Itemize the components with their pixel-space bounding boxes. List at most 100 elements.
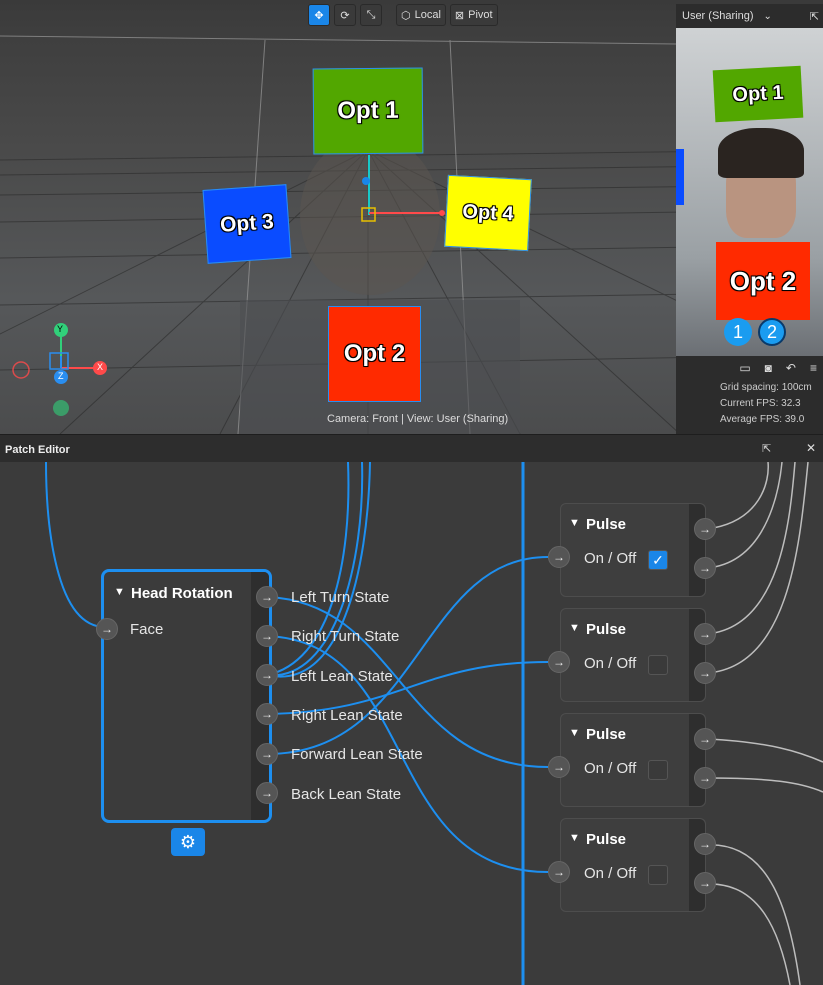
- axis-x-label: X: [97, 362, 104, 372]
- pivot-label: Pivot: [468, 9, 493, 21]
- current-fps-value: 32.3: [781, 398, 801, 409]
- local-label: Local: [414, 9, 441, 21]
- forward-lean-output-port[interactable]: →: [256, 743, 278, 765]
- cube-icon: ⬡: [401, 9, 411, 22]
- pulse-node[interactable]: ▼ Pulse On / Off: [560, 608, 706, 702]
- pulse-node[interactable]: ▼ Pulse On / Off: [560, 713, 706, 807]
- gear-icon: ⚙: [179, 831, 197, 852]
- pulse-title: Pulse: [586, 831, 627, 848]
- arrow-right-icon: →: [101, 622, 113, 636]
- right-turn-output-port[interactable]: →: [256, 625, 278, 647]
- rotate-tool-icon[interactable]: ⟳: [334, 4, 356, 26]
- collapse-triangle-icon[interactable]: ▼: [569, 727, 580, 739]
- axis-y-label: Y: [57, 324, 64, 334]
- chevron-down-icon[interactable]: ⌄: [763, 10, 772, 22]
- pulse-output-port[interactable]: →: [694, 518, 716, 540]
- pulse-output-port[interactable]: →: [694, 833, 716, 855]
- scale-tool-icon[interactable]: ⤡: [360, 4, 382, 26]
- pulse-output-port[interactable]: →: [694, 662, 716, 684]
- preview-view-select[interactable]: User (Sharing): [682, 10, 754, 22]
- popout-icon[interactable]: ⇱: [762, 443, 772, 455]
- arrow-right-icon: →: [699, 771, 711, 785]
- right-lean-label: Right Lean State: [291, 707, 403, 724]
- pulse-on-off-checkbox[interactable]: [648, 760, 668, 780]
- current-fps-label: Current FPS:: [720, 398, 779, 409]
- collapse-triangle-icon[interactable]: ▼: [114, 586, 125, 598]
- badge-1[interactable]: 1: [724, 318, 752, 346]
- local-toggle-button[interactable]: ⬡ Local: [396, 4, 446, 26]
- close-icon[interactable]: ✕: [806, 441, 817, 455]
- hair-image: [718, 128, 804, 178]
- scene-viewport[interactable]: Y X Z ✥ ⟳ ⤡ ⬡ Local ⊠ Pivot Opt 1 Opt 3 …: [0, 0, 823, 434]
- stats-panel: Grid spacing: 100cm Current FPS: 32.3 Av…: [720, 380, 812, 428]
- arrow-right-icon: →: [261, 707, 273, 721]
- preview-opt3-edge: [676, 149, 684, 205]
- arrow-right-icon: →: [699, 876, 711, 890]
- pulse-input-port[interactable]: →: [548, 651, 570, 673]
- pulse-input-port[interactable]: →: [548, 756, 570, 778]
- menu-icon[interactable]: ≡: [809, 361, 817, 375]
- pulse-on-off-label: On / Off: [584, 550, 637, 567]
- popout-icon[interactable]: ⇱: [809, 10, 819, 23]
- pulse-output-port[interactable]: →: [694, 767, 716, 789]
- back-lean-output-port[interactable]: →: [256, 782, 278, 804]
- video-camera-icon[interactable]: ▭: [739, 361, 751, 375]
- collapse-triangle-icon[interactable]: ▼: [569, 832, 580, 844]
- pivot-toggle-button[interactable]: ⊠ Pivot: [449, 4, 498, 26]
- left-lean-label: Left Lean State: [291, 668, 393, 685]
- arrow-right-icon: →: [261, 629, 273, 643]
- pivot-icon: ⊠: [454, 9, 465, 22]
- pulse-on-off-checkbox[interactable]: [648, 865, 668, 885]
- pulse-output-port[interactable]: →: [694, 623, 716, 645]
- arrow-right-icon: →: [553, 655, 565, 669]
- pulse-on-off-checkbox[interactable]: ✓: [648, 550, 668, 570]
- opt2-plane[interactable]: Opt 2: [328, 306, 421, 402]
- preview-opt2-plane: Opt 2: [716, 242, 810, 320]
- pulse-node[interactable]: ▼ Pulse On / Off ✓: [560, 503, 706, 597]
- face-input-label: Face: [130, 621, 164, 638]
- arrow-right-icon: →: [261, 747, 273, 761]
- opt4-plane[interactable]: Opt 4: [444, 174, 532, 252]
- arrow-right-icon: →: [553, 865, 565, 879]
- right-lean-output-port[interactable]: →: [256, 703, 278, 725]
- settings-gear-button[interactable]: ⚙: [171, 828, 205, 856]
- screenshot-icon[interactable]: ◙: [764, 361, 772, 375]
- preview-toolbar: ▭ ◙ ↶ ≡: [676, 356, 823, 380]
- pulse-output-port[interactable]: →: [694, 872, 716, 894]
- pulse-title: Pulse: [586, 621, 627, 638]
- preview-image: Opt 1 Opt 2 1 2: [676, 28, 823, 356]
- back-lean-label: Back Lean State: [291, 786, 402, 803]
- patch-editor-canvas[interactable]: ▼ Head Rotation → Face → Left Turn State…: [0, 462, 823, 985]
- pulse-node[interactable]: ▼ Pulse On / Off: [560, 818, 706, 912]
- collapse-triangle-icon[interactable]: ▼: [569, 622, 580, 634]
- face-input-port[interactable]: →: [96, 618, 118, 640]
- pulse-on-off-label: On / Off: [584, 760, 637, 777]
- left-lean-output-port[interactable]: →: [256, 664, 278, 686]
- left-turn-output-port[interactable]: →: [256, 586, 278, 608]
- arrow-right-icon: →: [699, 837, 711, 851]
- pulse-on-off-checkbox[interactable]: [648, 655, 668, 675]
- camera-view-label: Camera: Front | View: User (Sharing): [327, 413, 509, 425]
- move-tool-icon[interactable]: ✥: [308, 4, 330, 26]
- patch-editor-header: Patch Editor ⇱ ✕: [0, 434, 823, 463]
- opt3-plane[interactable]: Opt 3: [202, 184, 292, 264]
- left-turn-label: Left Turn State: [291, 589, 390, 606]
- opt1-plane[interactable]: Opt 1: [312, 67, 424, 155]
- preview-header: User (Sharing) ⌄ ⇱: [676, 4, 823, 28]
- arrow-right-icon: →: [261, 786, 273, 800]
- forward-lean-label: Forward Lean State: [291, 746, 423, 763]
- pulse-output-port[interactable]: →: [694, 557, 716, 579]
- average-fps-value: 39.0: [784, 414, 805, 425]
- arrow-right-icon: →: [553, 760, 565, 774]
- right-turn-label: Right Turn State: [291, 628, 400, 645]
- pulse-input-port[interactable]: →: [548, 861, 570, 883]
- collapse-triangle-icon[interactable]: ▼: [569, 517, 580, 529]
- arrow-right-icon: →: [699, 561, 711, 575]
- badge-2[interactable]: 2: [758, 318, 786, 346]
- head-rotation-node[interactable]: ▼ Head Rotation → Face: [96, 569, 272, 823]
- arrow-right-icon: →: [699, 522, 711, 536]
- pulse-input-port[interactable]: →: [548, 546, 570, 568]
- pulse-on-off-label: On / Off: [584, 865, 637, 882]
- pulse-output-port[interactable]: →: [694, 728, 716, 750]
- restart-icon[interactable]: ↶: [785, 361, 796, 375]
